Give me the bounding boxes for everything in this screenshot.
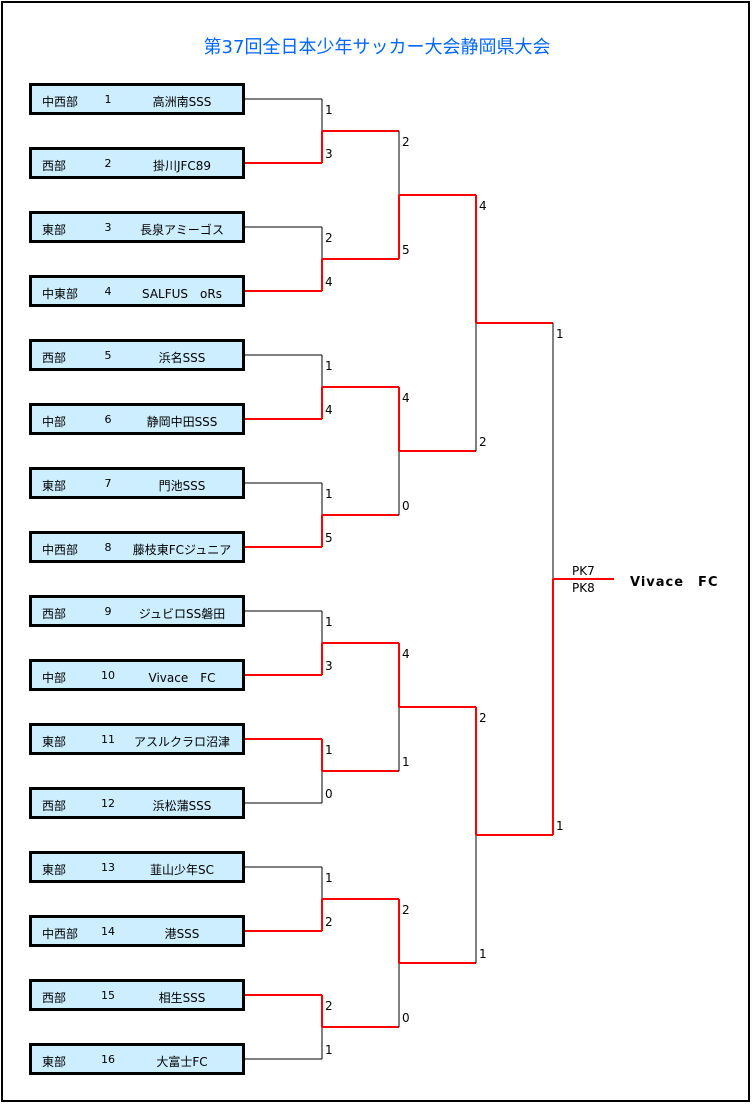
team-box: 西部 15 相生SSS — [29, 979, 245, 1011]
team-seed: 16 — [101, 1053, 115, 1066]
team-region: 西部 — [42, 607, 67, 621]
team-region: 西部 — [42, 799, 67, 813]
team-region: 中部 — [42, 671, 67, 685]
team-name: 藤枝東FCジュニア — [132, 543, 232, 557]
match-score: 2 — [479, 711, 487, 725]
team-box: 中部 6 静岡中田SSS — [29, 403, 245, 435]
team-box: 西部 12 浜松蒲SSS — [29, 787, 245, 819]
match-score: 2 — [325, 915, 333, 929]
team-seed: 14 — [101, 925, 115, 938]
team-region: 西部 — [42, 351, 67, 365]
team-name: Vivace FC — [148, 671, 216, 685]
team-seed: 10 — [101, 669, 115, 682]
team-box: 中西部 8 藤枝東FCジュニア — [29, 531, 245, 563]
team-seed: 13 — [101, 861, 115, 874]
team-name: 大富士FC — [156, 1055, 208, 1069]
team-box: 東部 13 韮山少年SC — [29, 851, 245, 883]
team-region: 東部 — [42, 863, 67, 877]
champion-label: Vivace FC — [630, 575, 719, 590]
team-region: 東部 — [42, 1055, 67, 1069]
team-region: 中西部 — [42, 927, 79, 941]
team-box: 西部 9 ジュビロSS磐田 — [29, 595, 245, 627]
team-seed: 8 — [104, 541, 112, 554]
team-box: 東部 16 大富士FC — [29, 1043, 245, 1075]
team-seed: 2 — [104, 157, 112, 170]
team-name: 静岡中田SSS — [146, 415, 218, 429]
team-region: 東部 — [42, 479, 67, 493]
match-score: 3 — [325, 659, 333, 673]
match-score: 1 — [556, 819, 564, 833]
team-name: 港SSS — [164, 927, 200, 941]
team-name: 浜松蒲SSS — [152, 799, 212, 813]
team-name: ジュビロSS磐田 — [138, 607, 226, 621]
match-score: 1 — [325, 743, 333, 757]
match-score: 2 — [402, 903, 410, 917]
match-score: 4 — [325, 403, 333, 417]
team-seed: 11 — [101, 733, 115, 746]
team-seed: 9 — [104, 605, 112, 618]
match-score: 4 — [325, 275, 333, 289]
team-name: 掛川JFC89 — [152, 159, 212, 173]
team-name: 韮山少年SC — [150, 863, 214, 877]
team-seed: 5 — [104, 349, 112, 362]
match-score: 5 — [402, 243, 410, 257]
match-score: 1 — [325, 487, 333, 501]
match-score: 1 — [402, 755, 410, 769]
team-seed: 6 — [104, 413, 112, 426]
team-box: 東部 3 長泉アミーゴス — [29, 211, 245, 243]
team-seed: 15 — [101, 989, 115, 1002]
match-score: 1 — [479, 947, 487, 961]
team-box: 東部 11 アスルクラロ沼津 — [29, 723, 245, 755]
team-region: 中西部 — [42, 95, 79, 109]
match-score: 0 — [402, 499, 410, 513]
team-seed: 7 — [104, 477, 112, 490]
match-score: 5 — [325, 531, 333, 545]
page-title: 第37回全日本少年サッカー大会静岡県大会 — [203, 37, 551, 58]
match-score: 1 — [325, 103, 333, 117]
match-score: 4 — [479, 199, 487, 213]
match-score: 2 — [325, 999, 333, 1013]
match-score: 4 — [402, 647, 410, 661]
team-name: 長泉アミーゴス — [139, 223, 224, 237]
team-name: 浜名SSS — [158, 351, 206, 365]
team-box: 西部 5 浜名SSS — [29, 339, 245, 371]
team-region: 東部 — [42, 223, 67, 237]
team-seed: 1 — [104, 93, 112, 106]
team-box: 中部 10 Vivace FC — [29, 659, 245, 691]
match-score: 3 — [325, 147, 333, 161]
team-region: 中西部 — [42, 543, 79, 557]
final-pk-bottom: PK8 — [572, 581, 595, 595]
final-pk-top: PK7 — [572, 564, 595, 578]
match-score: 2 — [402, 135, 410, 149]
match-score: 0 — [402, 1011, 410, 1025]
team-seed: 3 — [104, 221, 112, 234]
team-seed: 4 — [104, 285, 112, 298]
team-name: 相生SSS — [158, 991, 206, 1005]
team-region: 中東部 — [42, 287, 79, 301]
team-box: 東部 7 門池SSS — [29, 467, 245, 499]
team-name: 門池SSS — [158, 479, 206, 493]
match-score: 0 — [325, 787, 333, 801]
team-box: 中西部 14 港SSS — [29, 915, 245, 947]
match-score: 2 — [479, 435, 487, 449]
team-region: 西部 — [42, 991, 67, 1005]
team-region: 西部 — [42, 159, 67, 173]
match-score: 1 — [325, 871, 333, 885]
match-score: 2 — [325, 231, 333, 245]
team-name: 高洲南SSS — [152, 95, 212, 109]
team-box: 西部 2 掛川JFC89 — [29, 147, 245, 179]
match-score: 1 — [325, 359, 333, 373]
team-region: 中部 — [42, 415, 67, 429]
team-name: アスルクラロ沼津 — [133, 735, 230, 749]
team-seed: 12 — [101, 797, 115, 810]
match-score: 1 — [325, 615, 333, 629]
match-score: 1 — [556, 327, 564, 341]
team-box: 中西部 1 高洲南SSS — [29, 83, 245, 115]
team-name: SALFUS oRs — [142, 287, 222, 301]
match-score: 4 — [402, 391, 410, 405]
team-region: 東部 — [42, 735, 67, 749]
team-box: 中東部 4 SALFUS oRs — [29, 275, 245, 307]
match-score: 1 — [325, 1043, 333, 1057]
